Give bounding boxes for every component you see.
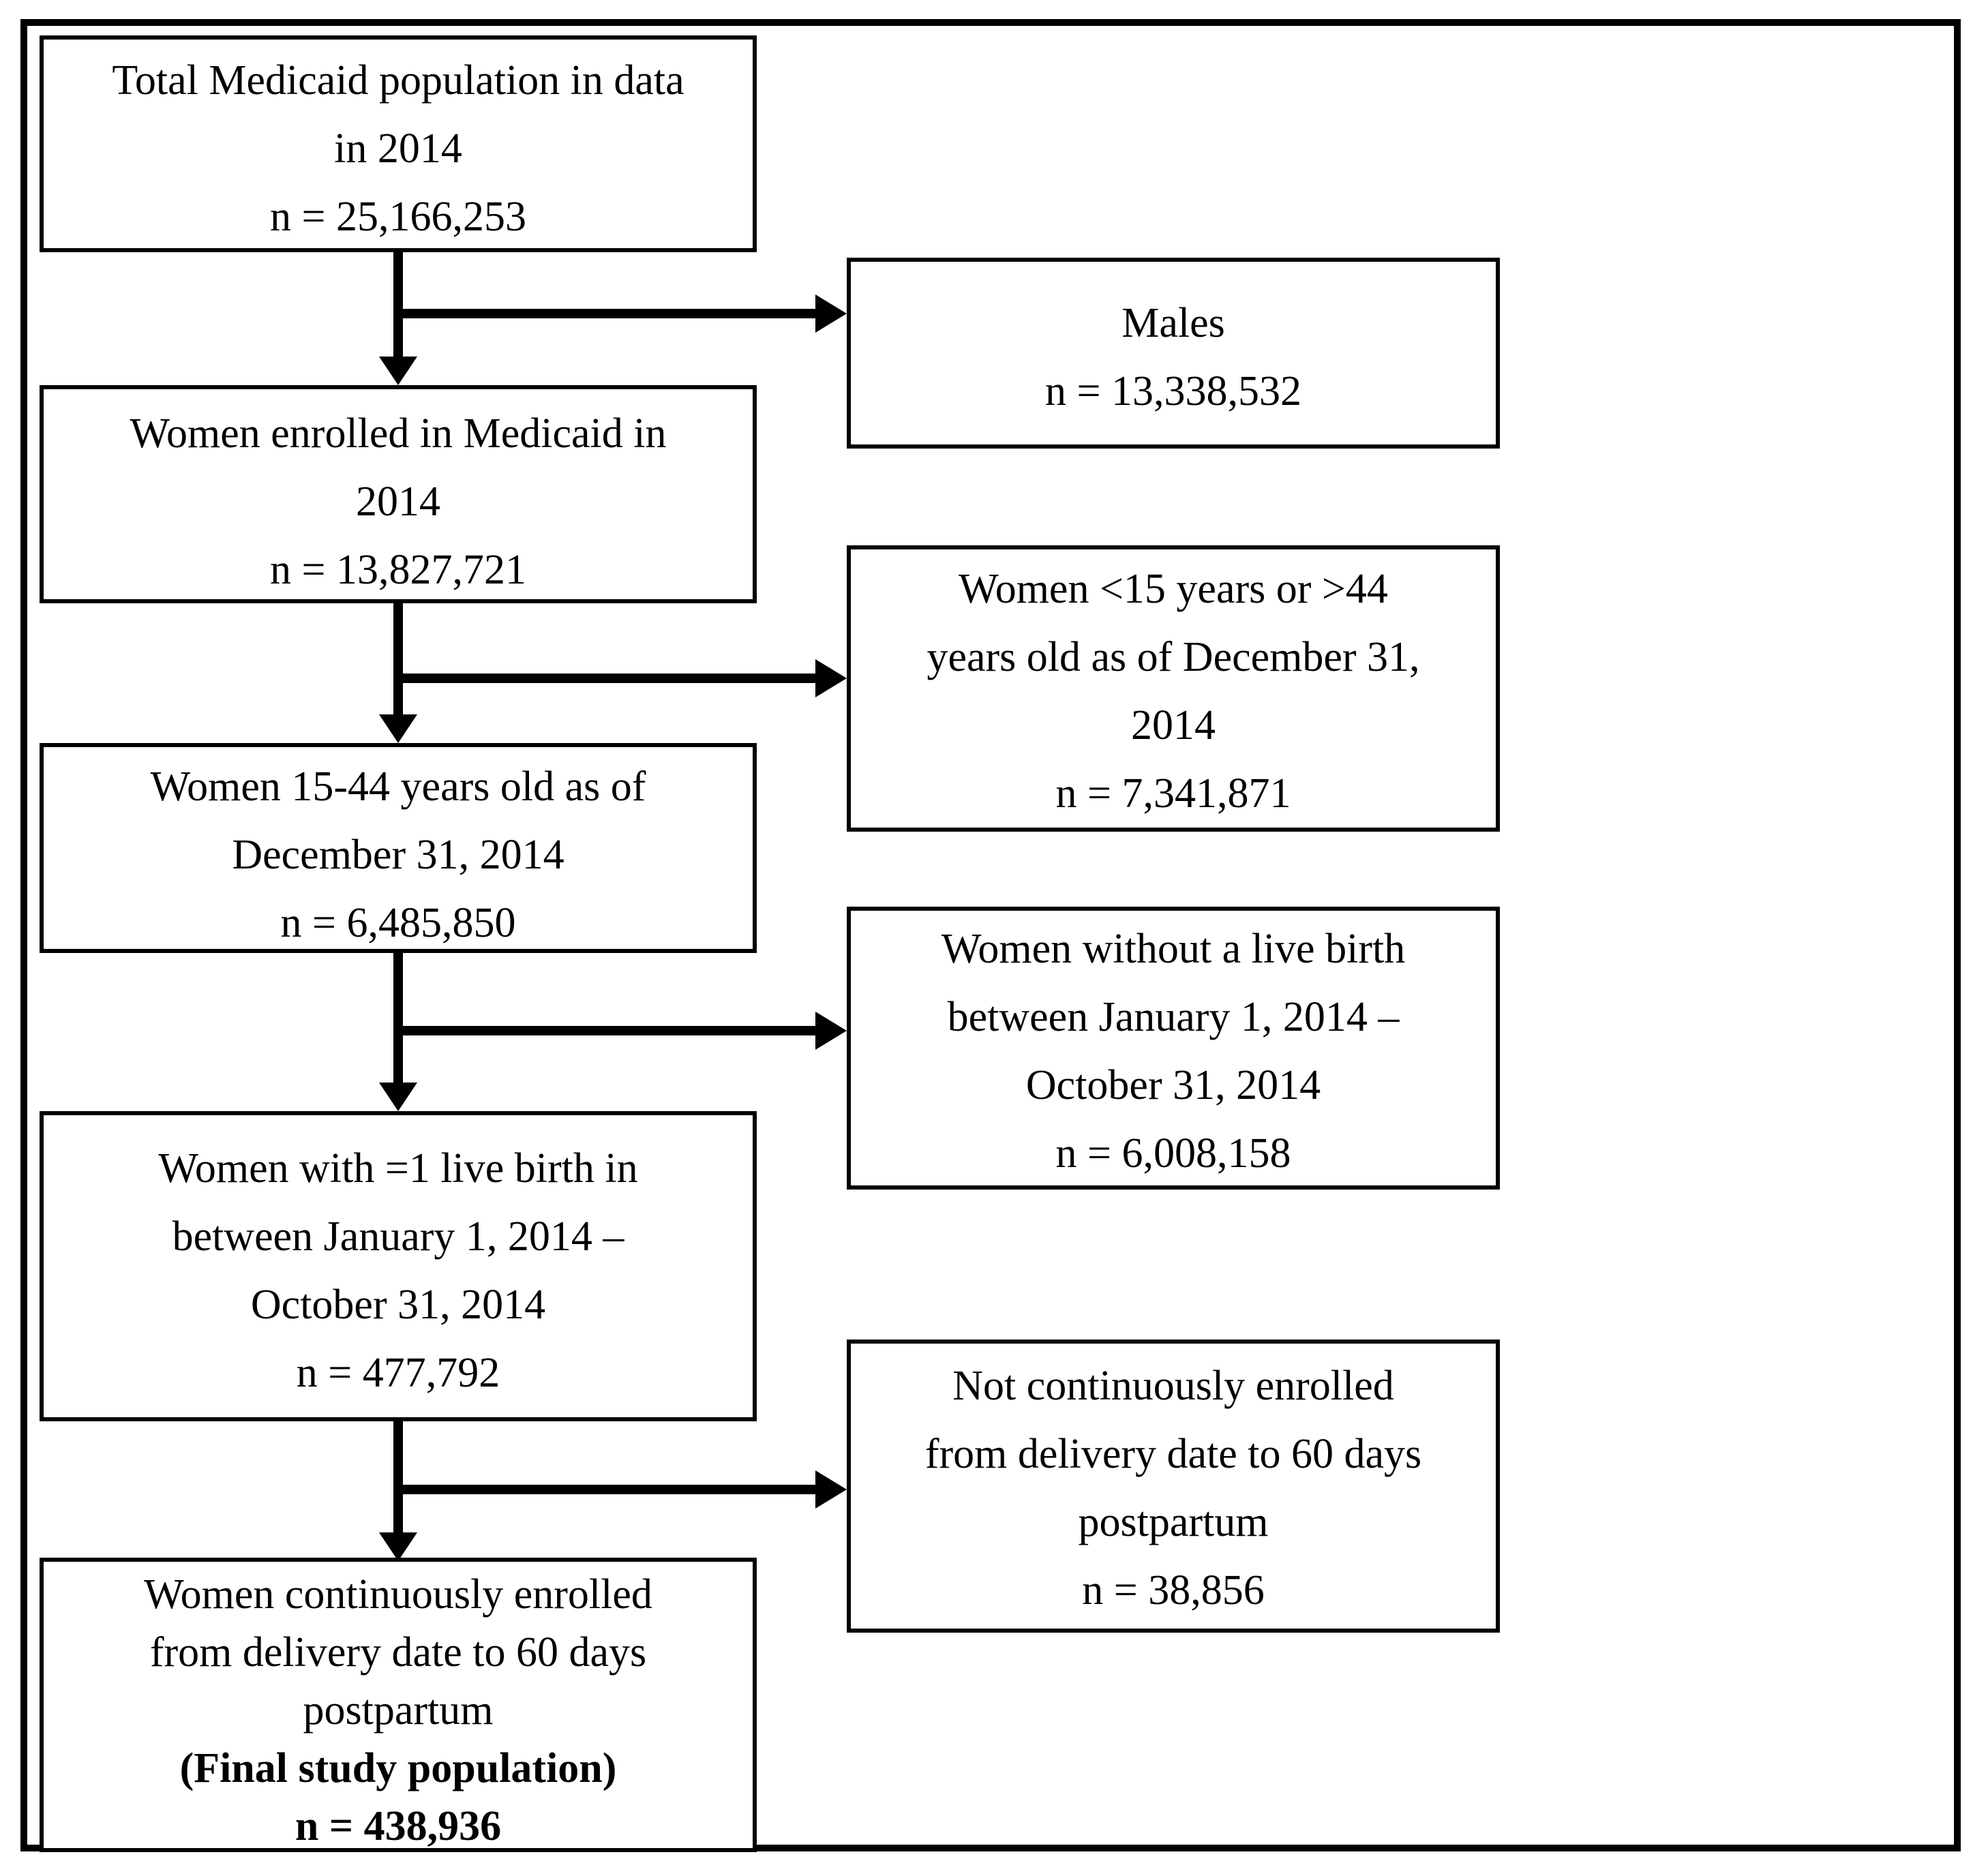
box-males-excluded: Males n = 13,338,532 xyxy=(847,258,1500,449)
box-text-line: October 31, 2014 xyxy=(1025,1062,1321,1108)
n-value: n = 7,341,871 xyxy=(1055,770,1291,817)
arrow-head-down-icon xyxy=(379,714,417,743)
box-text-line: from delivery date to 60 days xyxy=(149,1629,647,1676)
box-women-15-44: Women 15-44 years old as of December 31,… xyxy=(40,743,757,953)
arrow-head-right-icon xyxy=(815,659,847,697)
n-value: n = 438,936 xyxy=(295,1803,502,1849)
n-value: n = 25,166,253 xyxy=(270,194,526,240)
box-text-line: 2014 xyxy=(356,479,440,525)
n-value: n = 477,792 xyxy=(296,1350,500,1396)
box-women-enrolled: Women enrolled in Medicaid in 2014 n = 1… xyxy=(40,385,757,603)
box-text-line: Women with =1 live birth in xyxy=(158,1145,638,1192)
box-total-medicaid-population: Total Medicaid population in data in 201… xyxy=(40,35,757,252)
box-text-line: postpartum xyxy=(1078,1499,1269,1545)
box-text-line: between January 1, 2014 – xyxy=(172,1213,624,1260)
box-women-age-excluded: Women <15 years or >44 years old as of D… xyxy=(847,545,1500,832)
arrow-line xyxy=(398,1485,815,1494)
box-text-line: Not continuously enrolled xyxy=(952,1363,1394,1409)
arrow-stem xyxy=(393,251,403,359)
box-women-without-live-birth: Women without a live birth between Janua… xyxy=(847,907,1500,1190)
box-text-line: December 31, 2014 xyxy=(232,832,564,878)
box-text-line: Women <15 years or >44 xyxy=(959,566,1388,612)
box-text-line: postpartum xyxy=(303,1687,494,1734)
arrow-head-down-icon xyxy=(379,357,417,385)
arrow-line xyxy=(398,1026,815,1035)
box-text-line: 2014 xyxy=(1131,702,1216,748)
box-not-continuously-enrolled: Not continuously enrolled from delivery … xyxy=(847,1340,1500,1633)
box-text-line: years old as of December 31, xyxy=(927,634,1420,680)
box-text-line: October 31, 2014 xyxy=(250,1282,546,1328)
arrow-head-down-icon xyxy=(379,1083,417,1111)
arrow-stem xyxy=(393,1420,403,1535)
arrow-head-right-icon xyxy=(815,294,847,333)
box-final-study-population: Women continuously enrolled from deliver… xyxy=(40,1558,757,1852)
arrow-stem xyxy=(393,602,403,717)
box-text-line: Males xyxy=(1121,300,1225,346)
box-text-line: in 2014 xyxy=(334,125,462,172)
final-population-label: (Final study population) xyxy=(179,1745,617,1791)
box-text-line: between January 1, 2014 – xyxy=(947,994,1400,1040)
arrow-head-down-icon xyxy=(379,1532,417,1561)
n-value: n = 6,485,850 xyxy=(280,900,516,946)
box-women-live-birth: Women with =1 live birth in between Janu… xyxy=(40,1111,757,1421)
n-value: n = 6,008,158 xyxy=(1055,1130,1291,1177)
arrow-line xyxy=(398,674,815,683)
arrow-stem xyxy=(393,952,403,1085)
box-text-line: Women 15-44 years old as of xyxy=(150,763,646,810)
box-text-line: Total Medicaid population in data xyxy=(112,57,684,104)
box-text-line: Women without a live birth xyxy=(941,926,1406,972)
n-value: n = 13,827,721 xyxy=(270,547,526,593)
box-text-line: Women enrolled in Medicaid in xyxy=(130,410,667,457)
arrow-line xyxy=(398,309,815,318)
box-text-line: Women continuously enrolled xyxy=(144,1571,652,1618)
arrow-head-right-icon xyxy=(815,1012,847,1050)
n-value: n = 38,856 xyxy=(1082,1567,1265,1614)
box-text-line: from delivery date to 60 days xyxy=(924,1431,1422,1477)
n-value: n = 13,338,532 xyxy=(1045,368,1301,414)
arrow-head-right-icon xyxy=(815,1470,847,1509)
